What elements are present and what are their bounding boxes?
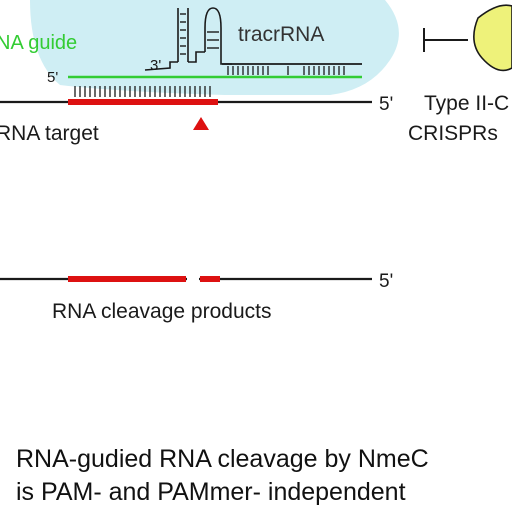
protein-blob-icon xyxy=(473,4,512,72)
rna-target-label: RNA target xyxy=(0,122,99,145)
crisprs-label: CRISPRs xyxy=(408,122,498,145)
guide-target-pairing-rungs xyxy=(74,86,211,97)
tracrrna-guide-pairing-rungs xyxy=(227,66,345,75)
cleavage-products-label: RNA cleavage products xyxy=(52,300,271,323)
inhibition-arrow-icon xyxy=(423,28,468,52)
five-prime-label-target-end: 5' xyxy=(379,94,393,115)
type-ii-c-label: Type II-C xyxy=(424,92,509,115)
five-prime-label-guide: 5' xyxy=(47,69,58,86)
tracrrna-label: tracrRNA xyxy=(238,23,324,46)
caption-line-2: is PAM- and PAMmer- independent xyxy=(16,478,406,506)
five-prime-label-products-end: 5' xyxy=(379,271,393,292)
tracrrna-hairpin xyxy=(144,7,232,71)
cleavage-site-triangle-icon xyxy=(193,117,209,130)
three-prime-label-top: 3' xyxy=(150,57,161,74)
caption-line-1: RNA-gudied RNA cleavage by NmeC xyxy=(16,445,429,473)
tracrrna-stem-rungs xyxy=(180,13,219,55)
guide-label: NA guide xyxy=(0,32,77,54)
